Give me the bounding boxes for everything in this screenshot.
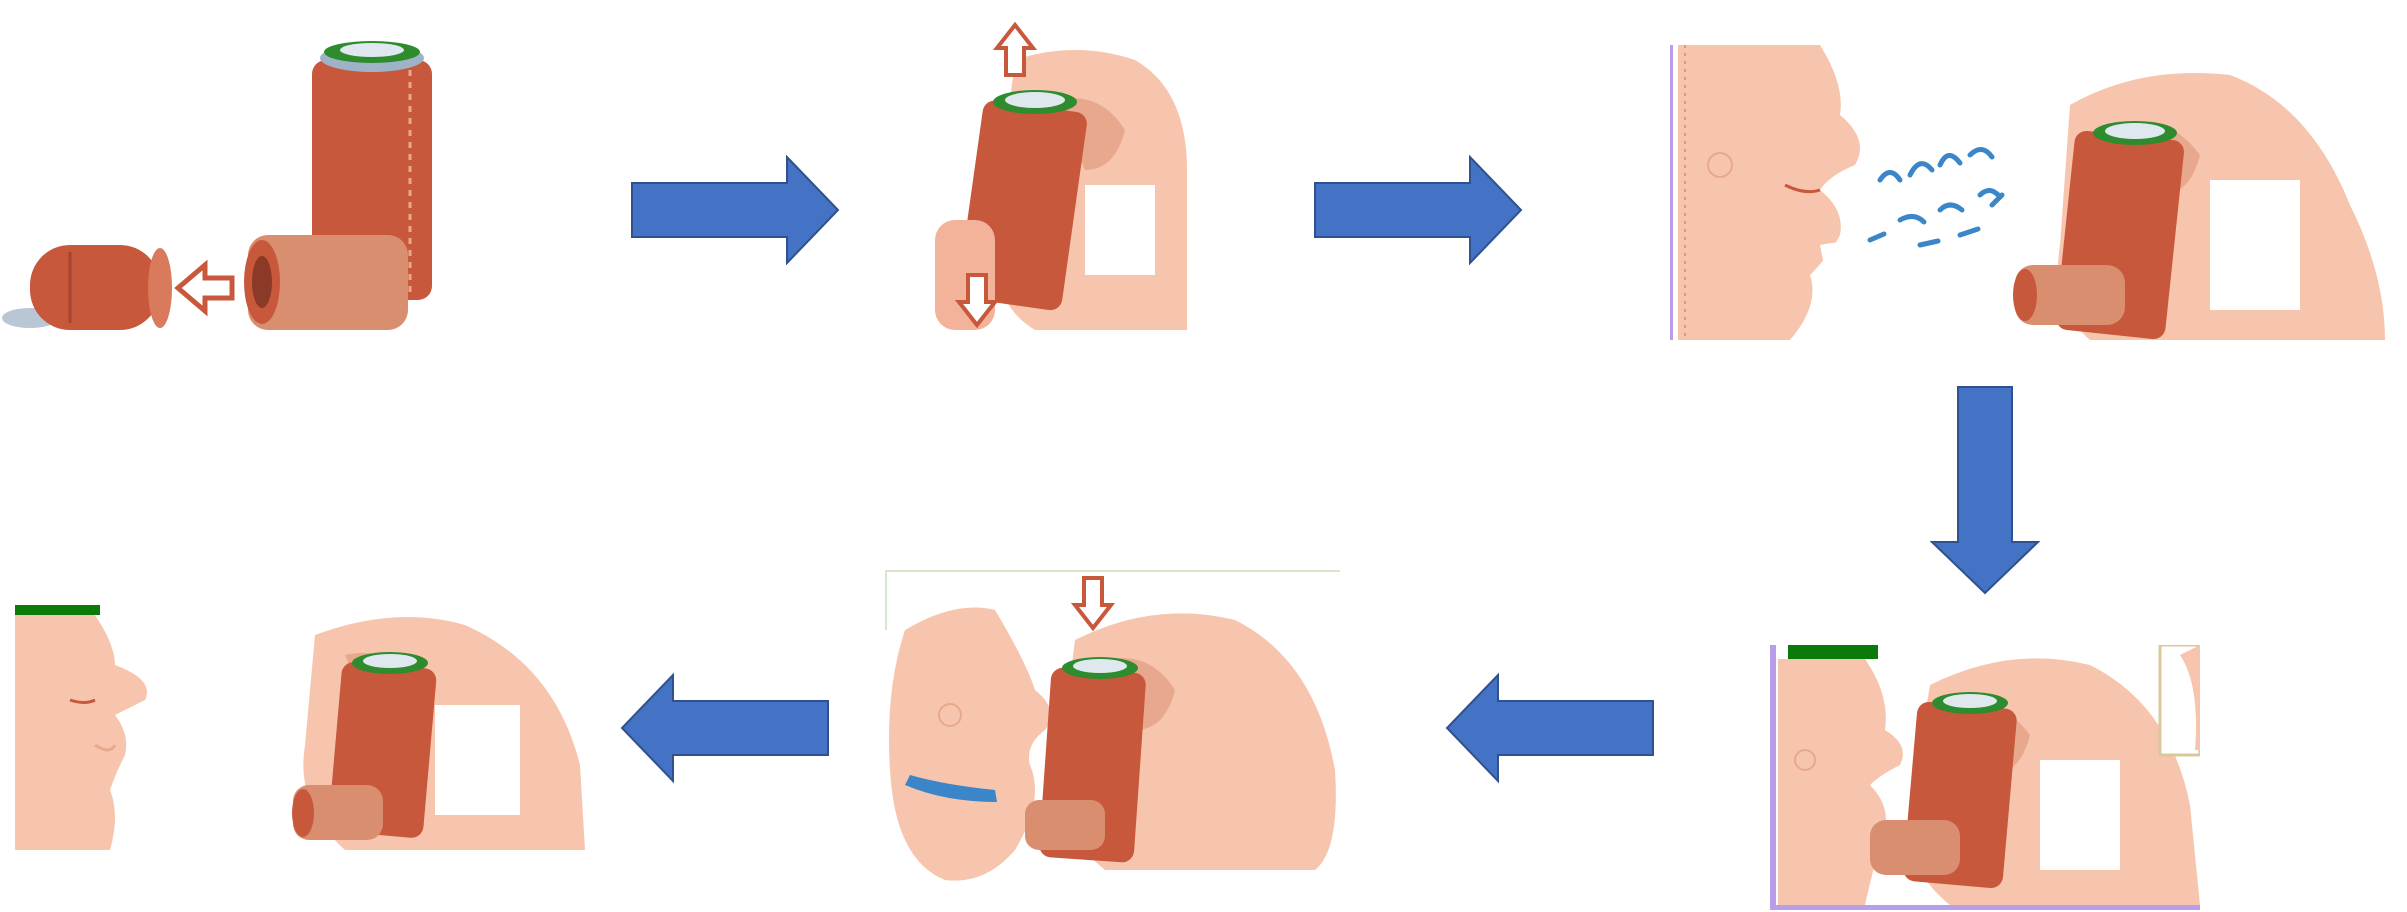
step-3-exhale <box>1670 45 2385 340</box>
inhaler-remove-cap-icon <box>0 20 440 340</box>
step-6-hold-breath <box>15 605 585 850</box>
arrow-left-1 <box>1445 673 1655 783</box>
hand-shake-inhaler-icon <box>925 20 1190 330</box>
step-5-press-and-inhale <box>885 570 1340 885</box>
inhaler-in-mouth-icon <box>1770 645 2200 910</box>
arrow-right-1 <box>630 155 840 265</box>
arrow-left-2 <box>620 673 830 783</box>
step-1-remove-cap <box>0 20 440 340</box>
step-4-inhaler-in-mouth <box>1770 645 2200 910</box>
step-2-shake-inhaler <box>925 20 1190 330</box>
arrow-down <box>1930 385 2040 595</box>
exhale-before-use-icon <box>1670 45 2385 340</box>
hold-breath-remove-inhaler-icon <box>15 605 585 850</box>
arrow-right-2 <box>1313 155 1523 265</box>
press-and-inhale-icon <box>885 570 1340 885</box>
